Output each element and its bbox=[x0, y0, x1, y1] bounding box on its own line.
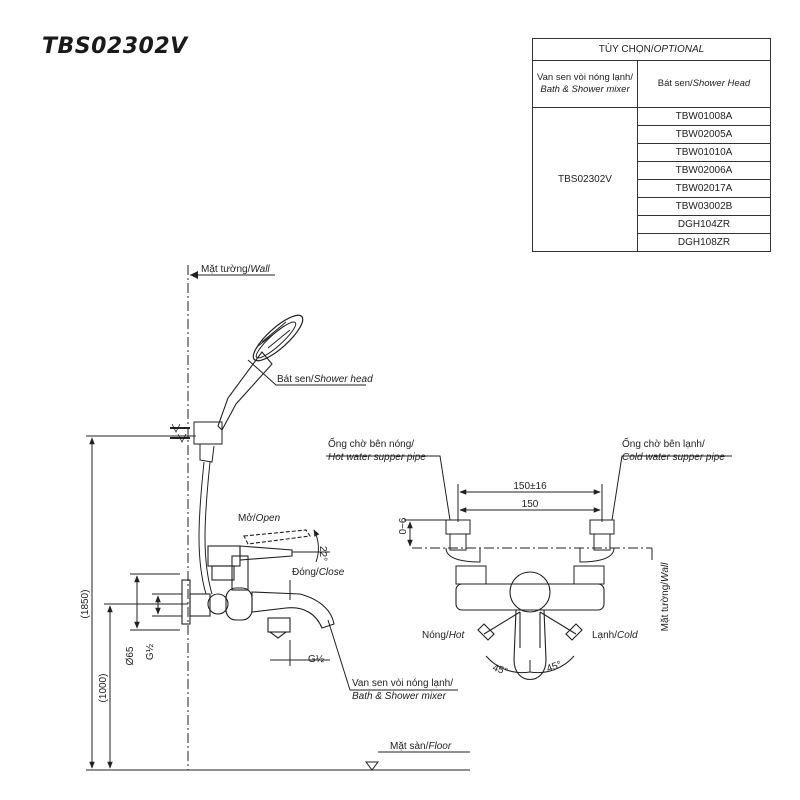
floor-symbol bbox=[365, 761, 379, 771]
side-view bbox=[86, 265, 470, 771]
g-half-bottom-label: G½ bbox=[308, 654, 325, 665]
wall-arrow bbox=[190, 271, 198, 279]
cold-pipe-label-en: Cold water supper pipe bbox=[622, 452, 725, 463]
table-cell: DGH108ZR bbox=[637, 233, 771, 252]
mixer-leader bbox=[327, 619, 458, 691]
cold-pipe-label-vi: Ống chờ bên lạnh/ bbox=[622, 436, 705, 450]
col1-vi: Van sen vòi nóng lạnh/ bbox=[537, 72, 633, 83]
hot-supply-pipe bbox=[326, 455, 487, 585]
table-row: DGH108ZR bbox=[533, 233, 771, 252]
dim-65-label: Ø65 bbox=[125, 646, 136, 665]
page-title: TBS02302V bbox=[42, 34, 188, 59]
mixer-body-front bbox=[455, 571, 605, 681]
col2-vi: Bát sen/ bbox=[657, 78, 693, 89]
table-row: TBS02302V TBW01008A bbox=[532, 107, 771, 252]
col1-header: Van sen vòi nóng lạnh/Bath & Shower mixe… bbox=[532, 60, 638, 108]
dim-1000-label: (1000) bbox=[98, 674, 109, 703]
g-half-left-label: G½ bbox=[145, 643, 156, 660]
mixer-body-side bbox=[181, 529, 335, 639]
open-arc bbox=[313, 529, 320, 563]
angle-arc-right bbox=[529, 655, 575, 674]
shower-head-label: Bát sen/Shower head bbox=[277, 374, 373, 385]
angle-arc-left bbox=[485, 655, 531, 674]
header-vi: TÙY CHỌN/ bbox=[598, 44, 654, 55]
shower-head bbox=[217, 314, 304, 431]
hot-label: Nóng/Hot bbox=[422, 630, 465, 641]
mixer-label-en: Bath & Shower mixer bbox=[352, 691, 447, 702]
front-view bbox=[326, 455, 732, 681]
mixer-label-vi: Van sen vòi nóng lạnh/ bbox=[352, 678, 453, 689]
hot-pipe-label-en: Hot water supper pipe bbox=[328, 452, 426, 463]
dim-0-6-label: 0~6 bbox=[398, 517, 409, 534]
col1-en: Bath & Shower mixer bbox=[540, 84, 630, 95]
dim-150-label: 150 bbox=[522, 499, 539, 510]
shower-head-leader bbox=[247, 359, 366, 386]
close-label: Đóng/Close bbox=[292, 567, 345, 578]
hose bbox=[198, 461, 207, 595]
options-table: TÙY CHỌN/OPTIONAL Van sen vòi nóng lạnh/… bbox=[532, 38, 771, 252]
open-label: Mở/Open bbox=[238, 512, 281, 524]
angle-45-right-label: 45° bbox=[545, 659, 563, 675]
angle-22-label: 22° bbox=[317, 546, 328, 561]
model-cell: TBS02302V bbox=[532, 107, 638, 252]
angle-45-left-label: 45° bbox=[491, 662, 509, 678]
dim-1850-label: (1850) bbox=[80, 590, 91, 619]
hot-pipe-label-vi: Ống chờ bên nóng/ bbox=[328, 436, 414, 450]
wall-top-label: Mặt tường/Wall bbox=[201, 264, 270, 275]
dim-150-16-label: 150±16 bbox=[513, 481, 547, 492]
cold-supply-pipe bbox=[573, 455, 732, 585]
col2-en: Shower Head bbox=[692, 78, 751, 89]
header-en: OPTIONAL bbox=[653, 44, 705, 55]
wall-side-label: Mặt tường/Wall bbox=[660, 562, 671, 631]
wall-bracket bbox=[170, 421, 223, 463]
cold-label: Lạnh/Cold bbox=[592, 630, 638, 641]
floor-label: Mặt sàn/Floor bbox=[390, 741, 452, 752]
